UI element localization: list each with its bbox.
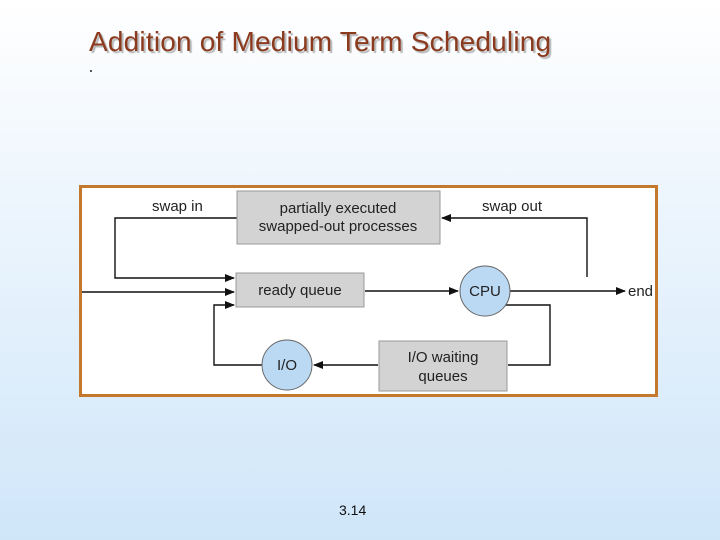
cpu-label: CPU (469, 283, 501, 300)
swap-in-line (114, 217, 237, 282)
swapped-out-box (236, 190, 441, 245)
io-waiting-label-line1: I/O waiting (408, 349, 479, 366)
io-circle (261, 339, 313, 391)
ready-queue-box (235, 272, 365, 308)
title-dot (90, 70, 92, 72)
slide-title: Addition of Medium Term Scheduling (89, 26, 552, 57)
scheduling-diagram: partially executed swapped-out processes… (79, 185, 658, 397)
diagram-svg: partially executed swapped-out processes… (82, 190, 653, 392)
io-waiting-label-line2: queues (418, 368, 467, 385)
io-waiting-box (378, 340, 508, 392)
io-to-ready-line (213, 301, 264, 366)
swapped-out-label-line1: partially executed (280, 200, 397, 217)
swap-in-label: swap in (152, 198, 203, 215)
swapped-out-label-line2: swapped-out processes (259, 218, 417, 235)
cpu-circle (459, 265, 511, 317)
swap-out-line (441, 214, 588, 277)
ready-queue-label: ready queue (258, 282, 341, 299)
swap-out-label: swap out (482, 198, 543, 215)
page-number: 3.14 (339, 502, 367, 518)
end-label: end (628, 283, 653, 300)
io-label: I/O (277, 357, 297, 374)
cpu-to-waiting-line (494, 304, 551, 366)
